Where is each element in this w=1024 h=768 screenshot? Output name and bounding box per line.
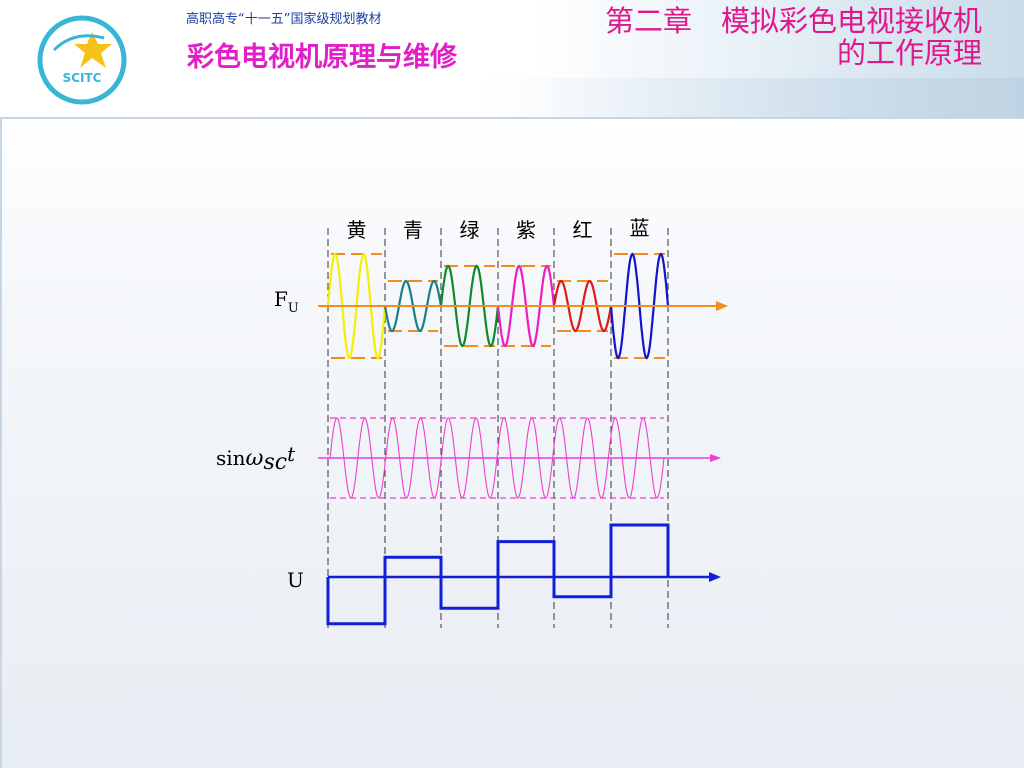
column-label-2: 绿 <box>460 218 480 242</box>
column-labels: 黄青绿紫红蓝 <box>347 216 650 242</box>
subcarrier-envelope <box>330 417 664 499</box>
u-wave-path <box>326 523 670 626</box>
u-square-wave <box>326 523 670 626</box>
header-divider <box>0 117 1024 119</box>
u-row-label: U <box>287 568 304 592</box>
subcarrier-row-label: sinωsct <box>216 442 296 475</box>
chapter-title-line1: 第二章 模拟彩色电视接收机 <box>604 4 982 38</box>
column-label-5: 蓝 <box>630 216 650 240</box>
logo-text: SCITC <box>63 71 102 85</box>
column-label-4: 红 <box>573 218 593 242</box>
u-axis-arrow-icon <box>709 572 721 582</box>
left-border <box>0 119 2 768</box>
subcarrier-axis-arrow-icon <box>710 454 721 462</box>
series-label: 高职高专“十一五”国家级规划教材 <box>186 12 382 27</box>
column-label-0: 黄 <box>347 218 367 242</box>
fu-envelope-marks <box>331 253 665 359</box>
header-band-accent <box>480 78 1024 118</box>
fu-axis-arrow-icon <box>716 301 728 311</box>
column-label-1: 青 <box>403 218 423 242</box>
book-title: 彩色电视机原理与维修 <box>187 42 457 73</box>
fu-row-label: FU <box>274 287 299 316</box>
chapter-title-line2: 的工作原理 <box>836 36 982 70</box>
scitc-logo-icon: SCITC <box>37 15 127 105</box>
column-label-3: 紫 <box>516 218 536 242</box>
